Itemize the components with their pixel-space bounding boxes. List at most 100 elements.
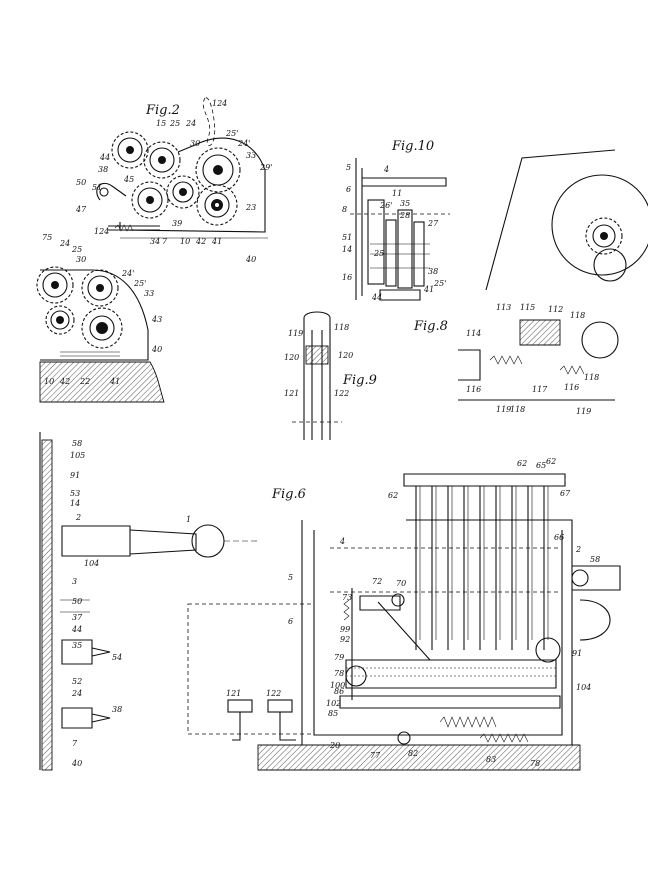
reference-numeral: 102 xyxy=(326,699,341,708)
reference-numeral: 41 xyxy=(423,285,434,294)
fig6-left-labels: 58 105 91 53 14 2 1 104 3 50 37 44 35 54… xyxy=(70,439,191,768)
reference-numeral: 41 xyxy=(109,377,120,386)
figure-6-left-section: 58 105 91 53 14 2 1 104 3 50 37 44 35 54… xyxy=(39,432,260,771)
reference-numeral: 24 xyxy=(71,689,82,698)
reference-numeral: 24 xyxy=(59,239,70,248)
reference-numeral: 116 xyxy=(564,383,579,392)
reference-numeral: 58 xyxy=(590,555,600,564)
reference-numeral: 14 xyxy=(342,245,352,254)
left-column xyxy=(41,439,53,771)
reference-numeral: 104 xyxy=(84,559,99,568)
reference-numeral: 38 xyxy=(112,705,122,714)
fig8-spring xyxy=(489,355,523,365)
fig6-labels: 62 65 62 62 67 66 2 58 4 5 6 72 70 73 99… xyxy=(226,457,600,768)
reference-numeral: 7 xyxy=(162,237,168,246)
reference-numeral: 104 xyxy=(576,683,591,692)
reference-numeral: 44 xyxy=(99,153,110,162)
reference-numeral: 83 xyxy=(486,755,496,764)
reference-numeral: 20 xyxy=(329,741,340,750)
fig2-top-labels: 124 15 25 24 30 25' 24' 33 29' 44 38 51 … xyxy=(75,99,272,264)
reference-numeral: 121 xyxy=(226,689,241,698)
gear-group xyxy=(111,131,241,226)
reference-numeral: 118 xyxy=(510,405,525,414)
figure-2-detail: 75 24 25 30 24' 25' 33 43 40 10 42 22 41 xyxy=(36,233,165,403)
reference-numeral: 24 xyxy=(185,119,196,128)
reference-numeral: 5 xyxy=(288,573,293,582)
reference-numeral: 51 xyxy=(92,183,102,192)
reference-numeral: 25 xyxy=(373,249,384,258)
reference-numeral: 118 xyxy=(334,323,349,332)
reference-numeral: 39 xyxy=(172,219,182,228)
reference-numeral: 40 xyxy=(245,255,256,264)
button-122 xyxy=(267,699,293,713)
housing-outline xyxy=(119,137,266,233)
reference-numeral: 43 xyxy=(151,315,162,324)
reference-numeral: 33 xyxy=(246,151,256,160)
reference-numeral: 92 xyxy=(340,635,350,644)
knob xyxy=(191,524,225,558)
button-121 xyxy=(227,699,253,713)
gear-rack xyxy=(345,659,557,689)
slide-bar xyxy=(108,225,160,231)
reference-numeral: 25 xyxy=(71,245,82,254)
handle-outline xyxy=(203,97,216,146)
fig8-block xyxy=(519,319,561,346)
reference-numeral: 33 xyxy=(144,289,154,298)
reference-numeral: 26' xyxy=(379,201,392,210)
fig6-bottom-spring xyxy=(439,716,497,728)
figure-10-title: Fig.10 xyxy=(391,139,434,154)
detail-slide xyxy=(60,351,120,357)
reference-numeral: 30 xyxy=(76,255,86,264)
reference-numeral: 121 xyxy=(284,389,299,398)
figure-6: Fig.6 xyxy=(187,457,621,771)
reference-numeral: 2 xyxy=(575,545,581,554)
key-stems xyxy=(415,486,549,650)
reference-numeral: 77 xyxy=(370,751,381,760)
reference-numeral: 54 xyxy=(112,653,122,662)
reference-numeral: 3 xyxy=(72,577,77,586)
reference-numeral: 4 xyxy=(339,537,345,546)
figure-2: Fig.2 124 15 25 24 30 25' 24' 33 29' xyxy=(75,97,272,264)
reference-numeral: 25' xyxy=(433,279,446,288)
fig8-drum xyxy=(551,174,648,276)
reference-numeral: 53 xyxy=(70,489,80,498)
key-bar xyxy=(403,473,566,487)
reference-numeral: 8 xyxy=(342,205,347,214)
fig8-labels: 113 115 112 118 114 116 117 119 118 116 … xyxy=(466,303,599,416)
reference-numeral: 119 xyxy=(496,405,511,414)
fig2-lower-labels: 75 24 25 30 24' 25' 33 43 40 10 42 22 41 xyxy=(42,233,162,386)
figure-10: Fig.10 5 6 4 8 11 35 28 26' 27 51 14 25 … xyxy=(342,139,450,302)
reference-numeral: 5 xyxy=(346,163,351,172)
fig9-labels: 119 118 120 120 121 122 xyxy=(284,323,353,398)
reference-numeral: 44 xyxy=(371,293,382,302)
reference-numeral: 75 xyxy=(42,233,52,242)
reference-numeral: 22 xyxy=(79,377,90,386)
reference-numeral: 72 xyxy=(372,577,382,586)
reference-numeral: 73 xyxy=(342,593,352,602)
reference-numeral: 91 xyxy=(70,471,80,480)
reference-numeral: 78 xyxy=(334,669,344,678)
spring xyxy=(114,224,134,232)
reference-numeral: 10 xyxy=(180,237,190,246)
reference-numeral: 67 xyxy=(560,489,571,498)
dashed-linkage xyxy=(187,603,315,735)
reference-numeral: 114 xyxy=(466,329,481,338)
reference-numeral: 34 xyxy=(150,237,160,246)
reference-numeral: 100 xyxy=(330,681,345,690)
fig9-block xyxy=(305,345,329,365)
reference-numeral: 6 xyxy=(288,617,293,626)
reference-numeral: 28 xyxy=(399,211,410,220)
reference-numeral: 117 xyxy=(532,385,548,394)
reference-numeral: 85 xyxy=(328,709,338,718)
reference-numeral: 40 xyxy=(151,345,162,354)
reference-numeral: 16 xyxy=(342,273,352,282)
reference-numeral: 30 xyxy=(190,139,200,148)
figure-9-title: Fig.9 xyxy=(342,373,377,388)
fig8-frame xyxy=(485,149,616,291)
figure-8-title: Fig.8 xyxy=(413,319,448,334)
reference-numeral: 37 xyxy=(72,613,83,622)
reference-numeral: 38 xyxy=(98,165,108,174)
reference-numeral: 40 xyxy=(71,759,82,768)
reference-numeral: 113 xyxy=(496,303,511,312)
reference-numeral: 10 xyxy=(44,377,54,386)
